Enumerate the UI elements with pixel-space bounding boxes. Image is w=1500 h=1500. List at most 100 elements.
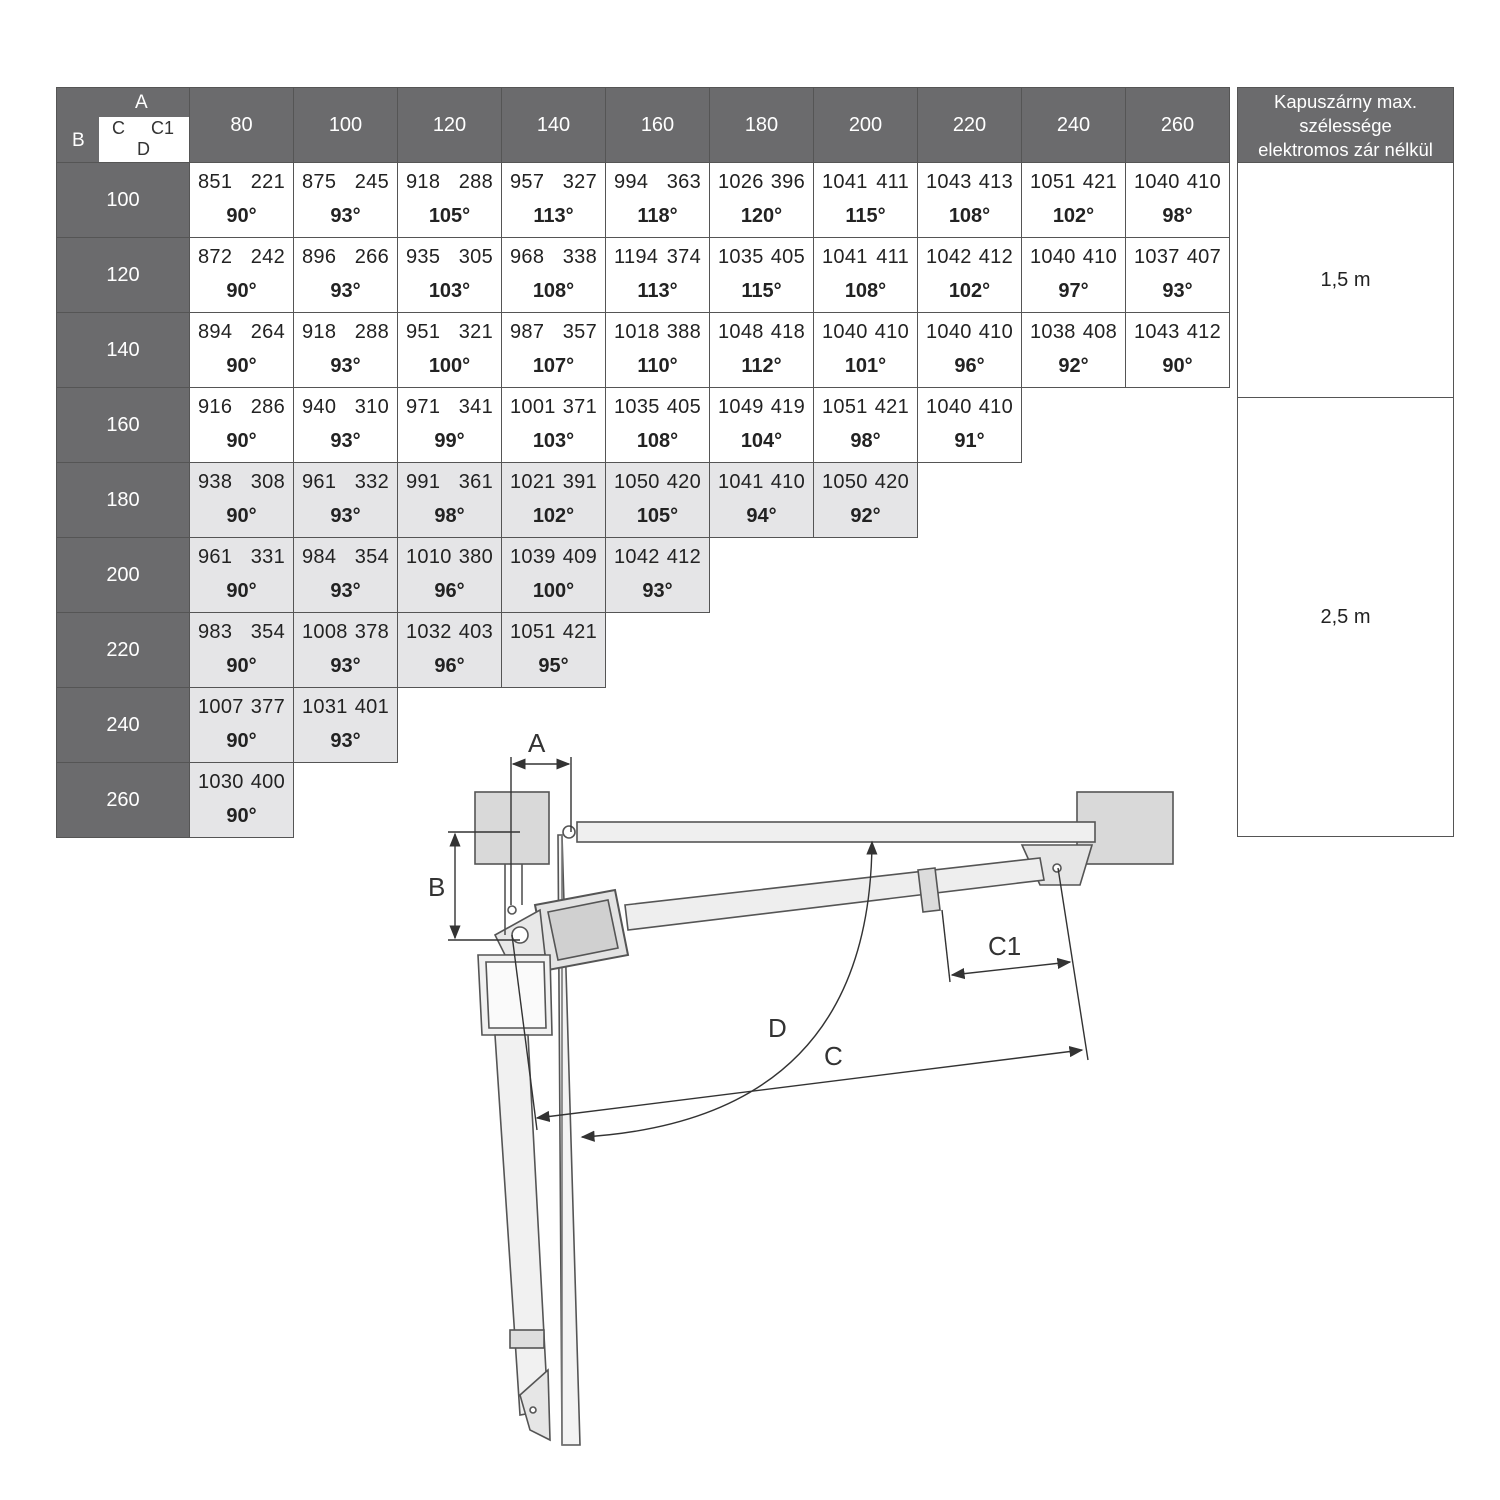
row-header-label: 140 (106, 338, 140, 361)
cell-value-c1: 411 (876, 246, 909, 268)
cell-value-c: 957 (510, 171, 545, 193)
cell-value-c: 851 (198, 171, 233, 193)
cell-value-d: 93° (330, 355, 361, 377)
side-table-value-1: 1,5 m (1237, 162, 1454, 398)
hinge-pivot (562, 825, 576, 839)
cell-value-c1: 419 (770, 396, 805, 418)
cell-value-d: 102° (948, 280, 991, 302)
cell-value-d: 90° (226, 580, 257, 602)
cell-value-c1: 396 (770, 171, 805, 193)
cell-value-d: 96° (434, 580, 465, 602)
column-header-label: 260 (1160, 113, 1195, 136)
cell-value-c: 1042 (926, 246, 972, 268)
cell-value-c1: 341 (458, 396, 493, 418)
row-header-label: 240 (106, 713, 140, 736)
cell-value-d: 99° (434, 430, 465, 452)
column-header-a: 200 (813, 87, 918, 163)
cell-value-d: 115° (845, 205, 886, 227)
corner-label-c1: C1 (151, 118, 175, 138)
cell-value-c1: 378 (354, 621, 389, 643)
cell-value-c: 1021 (510, 471, 556, 493)
cell-value-c: 1043 (926, 171, 972, 193)
cell-value-d: 113° (533, 205, 574, 227)
cell-value-c1: 310 (354, 396, 389, 418)
cell-value-c: 951 (406, 321, 441, 343)
cell-value-c1: 357 (562, 321, 597, 343)
corner-legend-box: C C1 D (99, 117, 189, 162)
cell-value-c1: 410 (1082, 246, 1117, 268)
cell-value-c1: 407 (1186, 246, 1221, 268)
row-header-b: 160 (56, 387, 190, 463)
column-header-label: 240 (1056, 113, 1091, 136)
cell-value-c: 984 (302, 546, 337, 568)
cell-value-d: 98° (434, 505, 465, 527)
table-cell: 1040 410 96° (917, 312, 1022, 388)
cell-value-c1: 400 (250, 771, 285, 793)
cell-value-c: 940 (302, 396, 337, 418)
cell-value-d: 93° (330, 580, 361, 602)
diagram-label-c1: C1 (988, 931, 1022, 961)
cell-value-c1: 410 (978, 396, 1013, 418)
cell-value-c1: 410 (1186, 171, 1221, 193)
cell-value-d: 91° (954, 430, 985, 452)
cell-value-c1: 420 (874, 471, 909, 493)
cell-value-c: 1007 (198, 696, 244, 718)
cell-value-c: 1041 (822, 171, 868, 193)
cell-value-d: 93° (330, 730, 361, 752)
cell-value-c: 1051 (1030, 171, 1076, 193)
cell-value-d: 90° (226, 355, 257, 377)
row-header-b: 220 (56, 612, 190, 688)
cell-value-c: 1031 (302, 696, 348, 718)
cell-value-c: 935 (406, 246, 441, 268)
cell-value-c: 1049 (718, 396, 764, 418)
cell-value-c1: 305 (458, 246, 493, 268)
table-corner-header: A B C C1 D (56, 87, 190, 163)
cell-value-c1: 410 (978, 321, 1013, 343)
column-header-a: 220 (917, 87, 1022, 163)
bracket-pin (1052, 863, 1062, 873)
cell-value-d: 90° (226, 280, 257, 302)
column-header-label: 180 (744, 113, 779, 136)
cell-value-c: 1048 (718, 321, 764, 343)
cell-value-c1: 412 (978, 246, 1013, 268)
diagram-label-d: D (768, 1013, 787, 1043)
cell-value-d: 96° (434, 655, 465, 677)
row-header-label: 180 (106, 488, 140, 511)
cell-value-c1: 354 (250, 621, 285, 643)
cell-value-d: 96° (954, 355, 985, 377)
actuator-tube (624, 857, 1045, 931)
cell-value-c1: 363 (666, 171, 701, 193)
cell-value-c: 916 (198, 396, 233, 418)
cell-value-d: 103° (428, 280, 471, 302)
cell-value-d: 101° (844, 355, 887, 377)
cell-value-c: 983 (198, 621, 233, 643)
cell-value-c: 1040 (926, 396, 972, 418)
cell-value-c1: 338 (562, 246, 597, 268)
cell-value-d: 92° (850, 505, 881, 527)
cell-value-d: 105° (636, 505, 679, 527)
column-header-label: 140 (536, 113, 571, 136)
cell-value-c1: 391 (562, 471, 597, 493)
row-header-b: 140 (56, 312, 190, 388)
diagram-label-c: C (824, 1041, 843, 1071)
cell-value-c: 1040 (926, 321, 972, 343)
cell-value-c1: 401 (354, 696, 389, 718)
cell-value-c1: 380 (458, 546, 493, 568)
cell-value-c1: 421 (1082, 171, 1117, 193)
